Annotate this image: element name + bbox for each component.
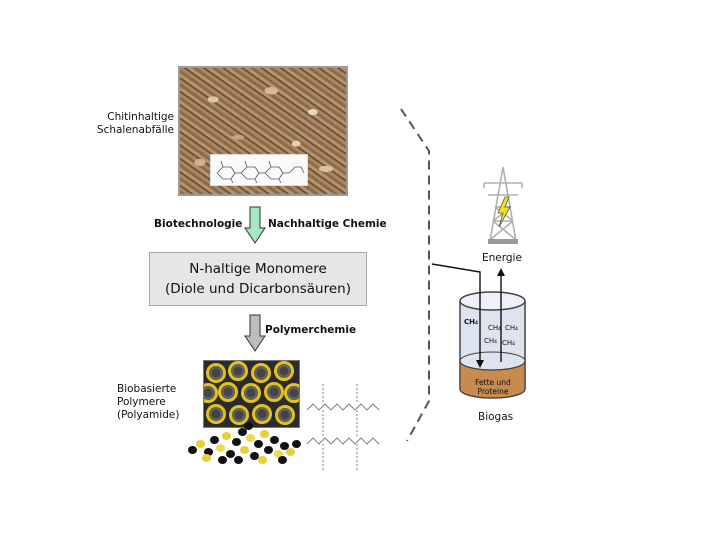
polymer-pellets — [182, 418, 308, 466]
polyamide-structure — [306, 384, 380, 470]
biobased-polymer-label: Biobasierte Polymere (Polyamide) — [117, 383, 179, 422]
sustainable-chemistry-label: Nachhaltige Chemie — [268, 218, 387, 230]
biobased-line3: (Polyamide) — [117, 409, 180, 421]
gray-down-arrow — [244, 314, 266, 352]
biogas-label: Biogas — [478, 411, 514, 423]
monomer-box: N-haltige Monomere (Diole und Dicarbonsä… — [149, 252, 367, 306]
polymer-chemistry-label: Polymerchemie — [265, 324, 357, 336]
methane-label-c: CH₄ — [505, 324, 518, 332]
biotechnology-label: Biotechnologie — [154, 218, 243, 230]
biobased-line2: Polymere — [117, 396, 166, 408]
shell-waste-label-line2: Schalenabfälle — [96, 124, 174, 136]
shell-waste-label-line1: Chitinhaltige — [107, 111, 174, 123]
biogas-tank — [459, 291, 526, 399]
energy-label: Energie — [482, 252, 522, 264]
fats-line2: Proteine — [477, 387, 509, 396]
methane-label-e: CH₄ — [502, 339, 515, 347]
methane-label-d: CH₄ — [484, 337, 497, 345]
shell-waste-label: Chitinhaltige Schalenabfälle — [90, 111, 174, 137]
methane-label-a: CH₄ — [464, 318, 479, 326]
fats-line1: Fette und — [475, 378, 511, 387]
lightning-icon — [497, 196, 511, 228]
monomer-line1: N-haltige Monomere — [189, 261, 327, 277]
dashed-bracket — [400, 108, 430, 442]
green-down-arrow — [244, 206, 266, 244]
monomer-line2: (Diole und Dicarbonsäuren) — [164, 281, 351, 297]
power-tower-icon — [483, 166, 523, 244]
methane-label-b: CH₄ — [488, 324, 501, 332]
biogas-flow-arrows — [431, 263, 505, 368]
chitin-structure-inset — [210, 154, 308, 186]
biobased-line1: Biobasierte — [117, 383, 177, 395]
fats-proteins-label: Fette und Proteine — [463, 378, 523, 396]
